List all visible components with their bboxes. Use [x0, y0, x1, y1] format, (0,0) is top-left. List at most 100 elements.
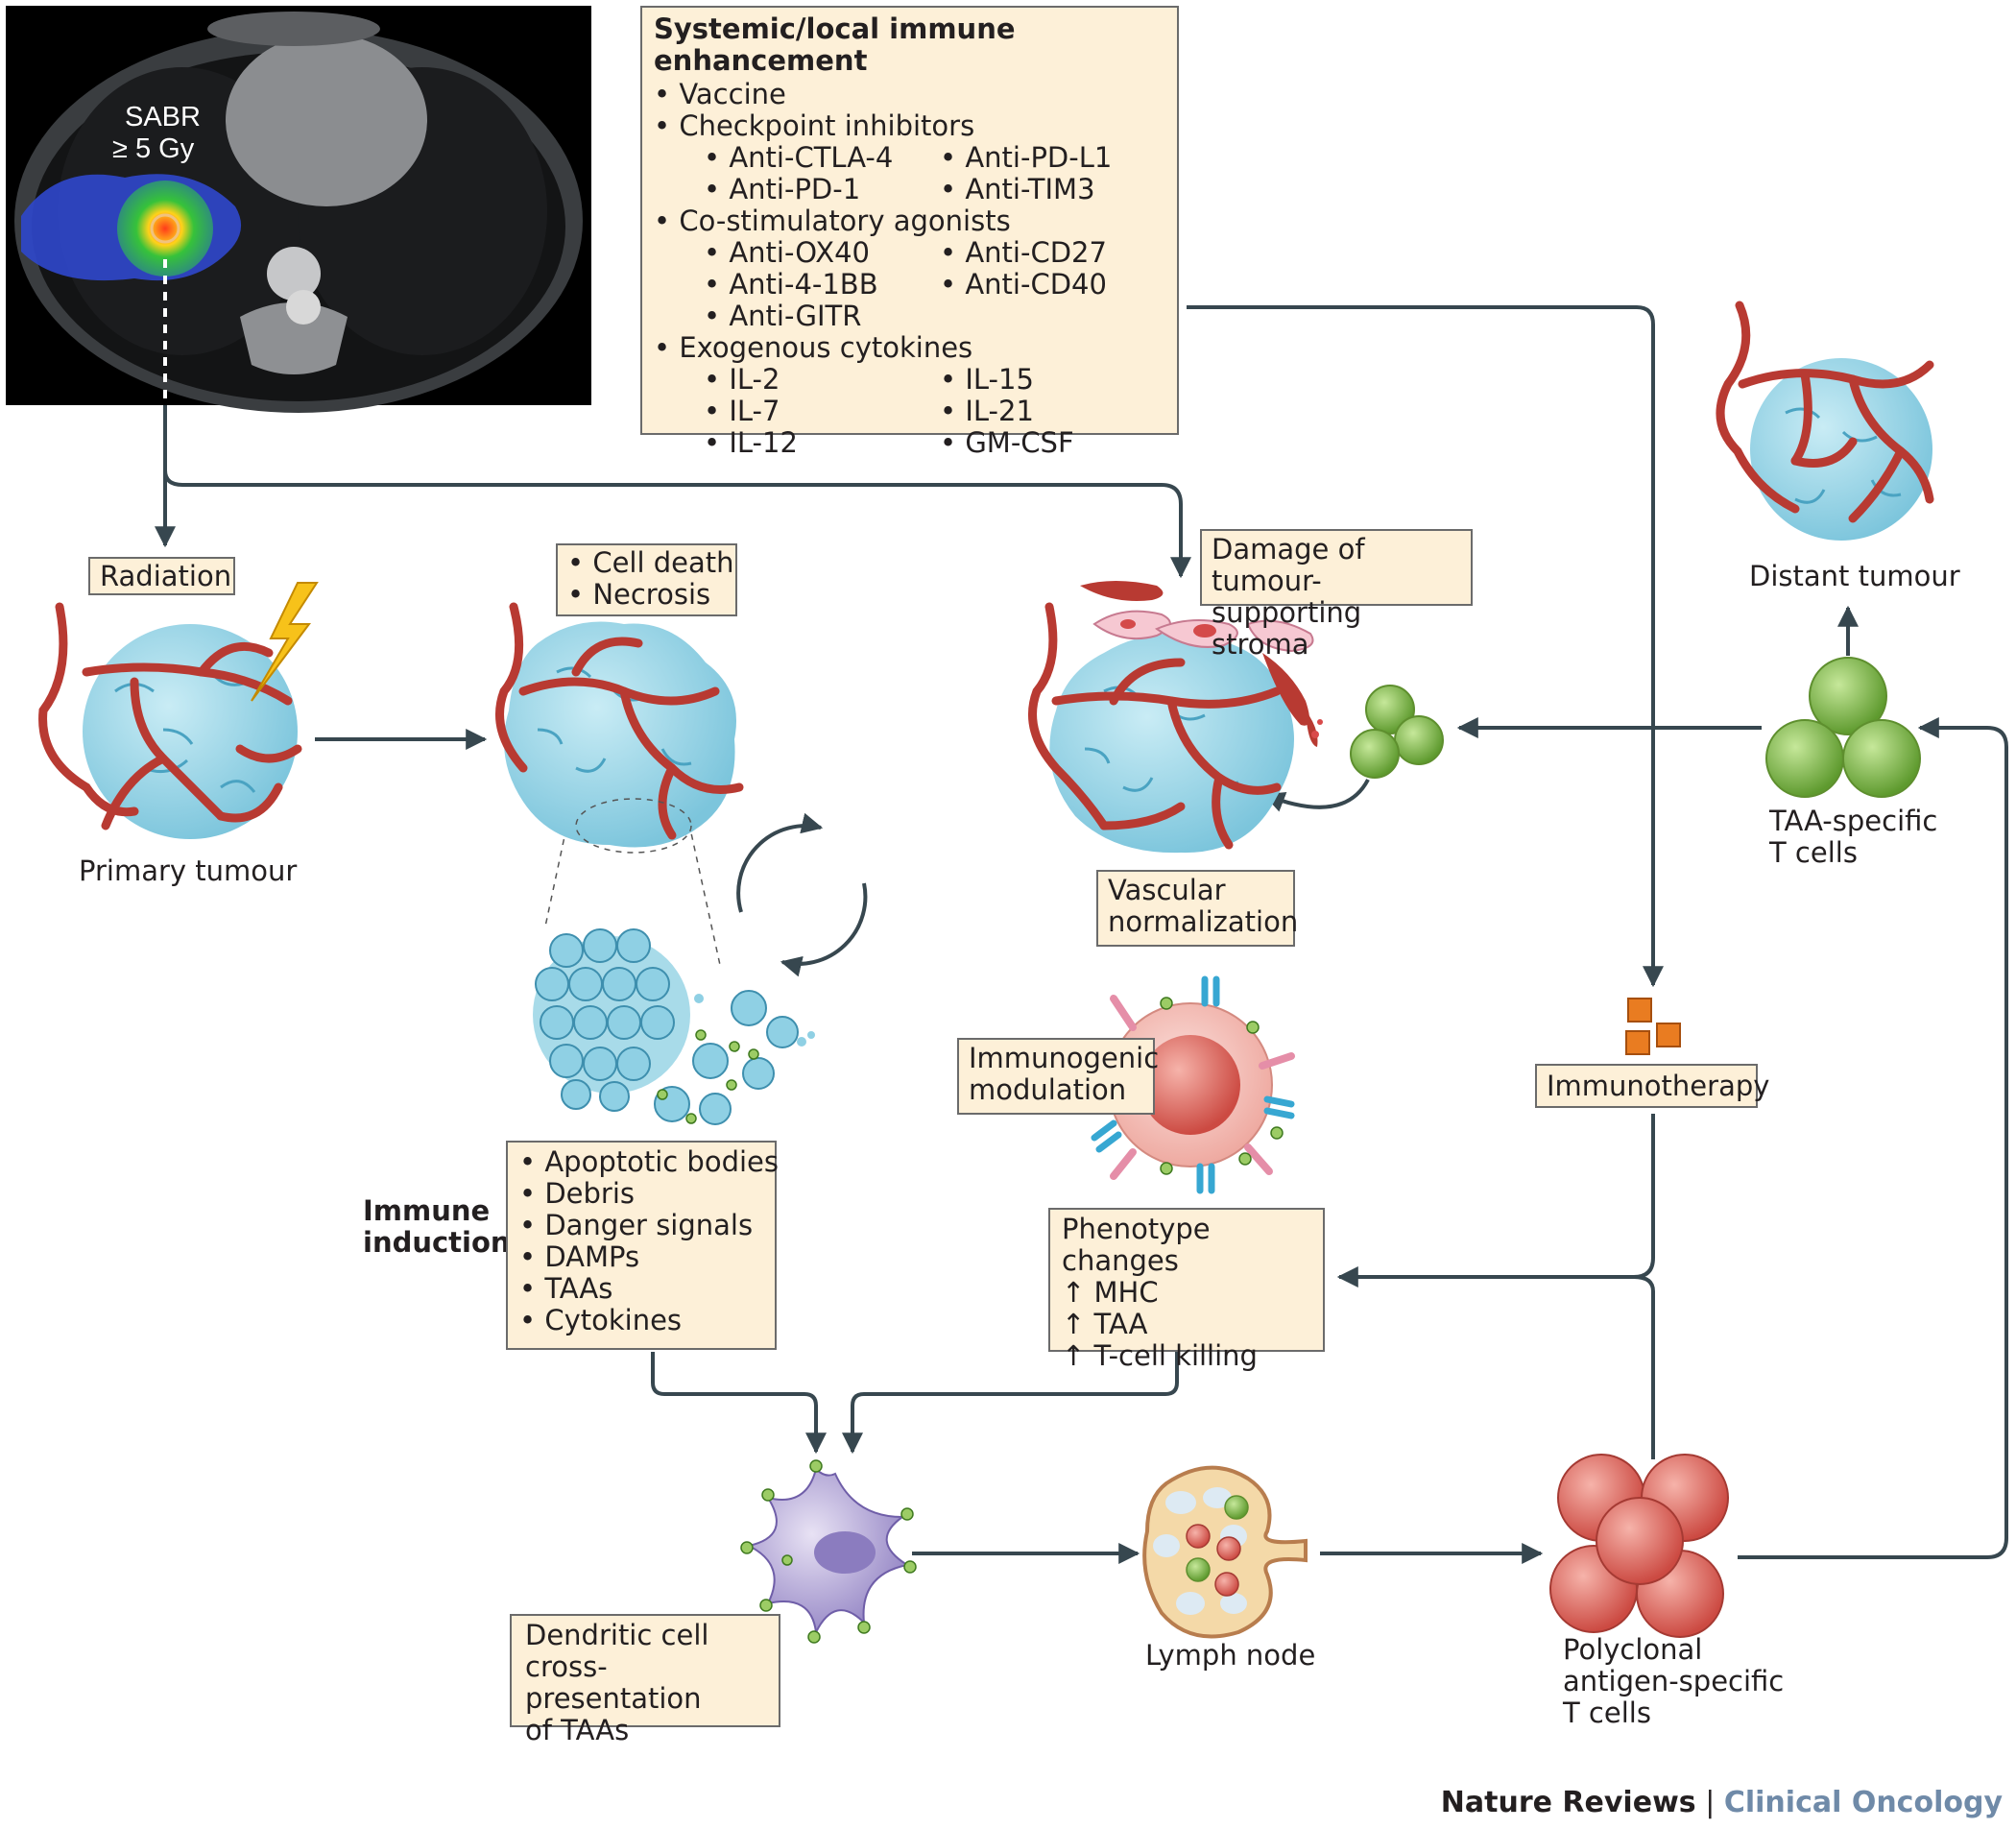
enhancement-category: Exogenous cytokines — [654, 332, 1165, 364]
sabr-dose-label: ≥ 5 Gy — [112, 133, 195, 164]
enhancement-agent: Anti-CD27 — [940, 237, 1107, 269]
vascular-line2: normalization — [1108, 905, 1299, 938]
enhancement-agent: Anti-CD40 — [940, 269, 1107, 301]
enhancement-subitems: IL-2IL-7IL-12IL-15IL-21GM-CSF — [704, 364, 1165, 459]
cell-death-box: Cell death Necrosis — [556, 543, 737, 616]
enhancement-subitems: Anti-OX40Anti-4-1BBAnti-GITRAnti-CD27Ant… — [704, 237, 1165, 332]
immunogenic-line2: modulation — [969, 1073, 1127, 1106]
vascular-box: Vascular normalization — [1096, 870, 1299, 947]
enhancement-agent: GM-CSF — [940, 427, 1073, 459]
vascular-line1: Vascular — [1108, 874, 1226, 906]
enhancement-category: Checkpoint inhibitors — [654, 110, 1165, 142]
primary-tumour-label: Primary tumour — [79, 854, 298, 887]
zoom-region — [575, 798, 692, 854]
arrow-green-to-tumour — [1262, 779, 1370, 812]
polyclonal-t-cells — [1549, 1454, 1729, 1638]
induction-item: Debris — [519, 1178, 763, 1210]
radiation-label-box: Radiation — [88, 557, 235, 595]
stroma-damage-box: Damage of tumour- supporting stroma — [1200, 529, 1473, 661]
enhancement-agent: IL-15 — [940, 364, 1074, 396]
enhancement-box: Systemic/local immune enhancement Vaccin… — [640, 6, 1179, 459]
stroma-damage-line1: Damage of tumour- — [1212, 533, 1365, 597]
cell-cluster-zoom — [533, 928, 815, 1125]
phenotype-title: Phenotype changes — [1062, 1213, 1211, 1277]
immunogenic-line1: Immunogenic — [969, 1042, 1160, 1074]
dendritic-line3: of TAAs — [525, 1714, 630, 1746]
polyclonal-line1: Polyclonal — [1563, 1633, 1703, 1666]
enhancement-subcolumn-left: Anti-CTLA-4Anti-PD-1 — [704, 142, 940, 205]
footer-section: Clinical Oncology — [1723, 1786, 2003, 1819]
arrow-to-stroma — [163, 469, 1191, 579]
immune-induction-line1: Immune — [363, 1194, 491, 1227]
immunotherapy-label: Immunotherapy — [1547, 1070, 1770, 1102]
enhancement-agent: Anti-PD-L1 — [940, 142, 1112, 174]
arrow-enhancement-to-immunotherapy — [1187, 305, 1664, 988]
enhancement-title: Systemic/local immune enhancement — [654, 12, 1016, 77]
taa-tcells-line1: TAA-specific — [1769, 805, 1938, 837]
lymph-node — [1142, 1465, 1308, 1639]
enhancement-category-label: Exogenous cytokines — [654, 332, 1165, 364]
arrow-polyclonal-to-phenotype — [1633, 1275, 1655, 1459]
induction-item: DAMPs — [519, 1241, 763, 1273]
immunotherapy-box: Immunotherapy — [1535, 1064, 1769, 1108]
enhancement-subitems: Anti-CTLA-4Anti-PD-1Anti-PD-L1Anti-TIM3 — [704, 142, 1165, 205]
enhancement-agent: IL-21 — [940, 396, 1074, 427]
enhancement-subcolumn-right: Anti-PD-L1Anti-TIM3 — [940, 142, 1112, 205]
stroma-tumour-illustration — [1028, 581, 1323, 854]
taa-specific-t-cells — [1765, 657, 1921, 798]
radiation-label: Radiation — [100, 560, 232, 592]
polyclonal-line3: T cells — [1563, 1697, 1651, 1729]
enhancement-agent: IL-7 — [704, 396, 940, 427]
enhancement-category-label: Vaccine — [654, 79, 1165, 110]
induction-item: Apoptotic bodies — [519, 1146, 779, 1178]
polyclonal-label: Polyclonal antigen-specific T cells — [1563, 1634, 1784, 1729]
polyclonal-line2: antigen-specific — [1563, 1665, 1785, 1697]
arrow-phenotype-to-dc — [842, 1352, 1179, 1455]
induction-item: TAAs — [519, 1273, 763, 1305]
enhancement-category-label: Co-stimulatory agonists — [654, 205, 1165, 237]
stroma-damage-line2: supporting stroma — [1212, 596, 1362, 661]
enhancement-subcolumn-left: IL-2IL-7IL-12 — [704, 364, 940, 459]
footer-separator: | — [1705, 1786, 1716, 1819]
arrow-polyclonal-to-taa — [1738, 717, 2008, 1559]
enhancement-agent: Anti-TIM3 — [940, 174, 1112, 205]
phenotype-taa: ↑ TAA — [1062, 1308, 1148, 1340]
distant-tumour-illustration — [1716, 301, 1934, 541]
cycle-arc-bottom — [780, 882, 868, 977]
phenotype-killing: ↑ T-cell killing — [1062, 1339, 1258, 1372]
immunogenic-box: Immunogenic modulation — [957, 1038, 1160, 1115]
cycle-arc-top — [736, 812, 824, 913]
enhancement-agent: Anti-OX40 — [704, 237, 940, 269]
dying-tumour-illustration — [495, 602, 744, 848]
induction-item: Danger signals — [519, 1210, 763, 1241]
cell-death-item: Cell death — [567, 547, 733, 579]
cell-death-list: Cell death Necrosis — [567, 547, 733, 611]
dendritic-cell — [740, 1459, 917, 1644]
induction-item: Cytokines — [519, 1305, 763, 1336]
enhancement-subcolumn-right: IL-15IL-21GM-CSF — [940, 364, 1074, 459]
enhancement-agent: Anti-GITR — [704, 301, 940, 332]
lymph-node-label: Lymph node — [1145, 1639, 1316, 1672]
arrow-immunotherapy-to-phenotype — [1336, 1114, 1655, 1288]
enhancement-subcolumn-right: Anti-CD27Anti-CD40 — [940, 237, 1107, 332]
immune-induction-line2: induction — [363, 1226, 511, 1259]
dose-heatmap — [21, 174, 242, 281]
distant-tumour-label: Distant tumour — [1749, 560, 1960, 592]
ct-scan-image — [6, 6, 591, 413]
taa-tcells-label: TAA-specific T cells — [1769, 806, 1937, 869]
footer-journal: Nature Reviews — [1440, 1786, 1696, 1819]
enhancement-category-label: Checkpoint inhibitors — [654, 110, 1165, 142]
immunotherapy-icon — [1625, 998, 1681, 1055]
enhancement-agent: IL-2 — [704, 364, 940, 396]
enhancement-list: VaccineCheckpoint inhibitorsAnti-CTLA-4A… — [654, 79, 1165, 459]
enhancement-agent: IL-12 — [704, 427, 940, 459]
induction-list: Apoptotic bodiesDebrisDanger signalsDAMP… — [519, 1146, 779, 1336]
t-cell-cluster-green — [1350, 685, 1444, 779]
enhancement-agent: Anti-CTLA-4 — [704, 142, 940, 174]
dendritic-line2: cross-presentation — [525, 1650, 702, 1715]
enhancement-subcolumn-left: Anti-OX40Anti-4-1BBAnti-GITR — [704, 237, 940, 332]
phenotype-box: Phenotype changes ↑ MHC ↑ TAA ↑ T-cell k… — [1048, 1208, 1325, 1372]
taa-tcells-line2: T cells — [1769, 836, 1858, 869]
induction-box: Apoptotic bodiesDebrisDanger signalsDAMP… — [506, 1141, 779, 1350]
